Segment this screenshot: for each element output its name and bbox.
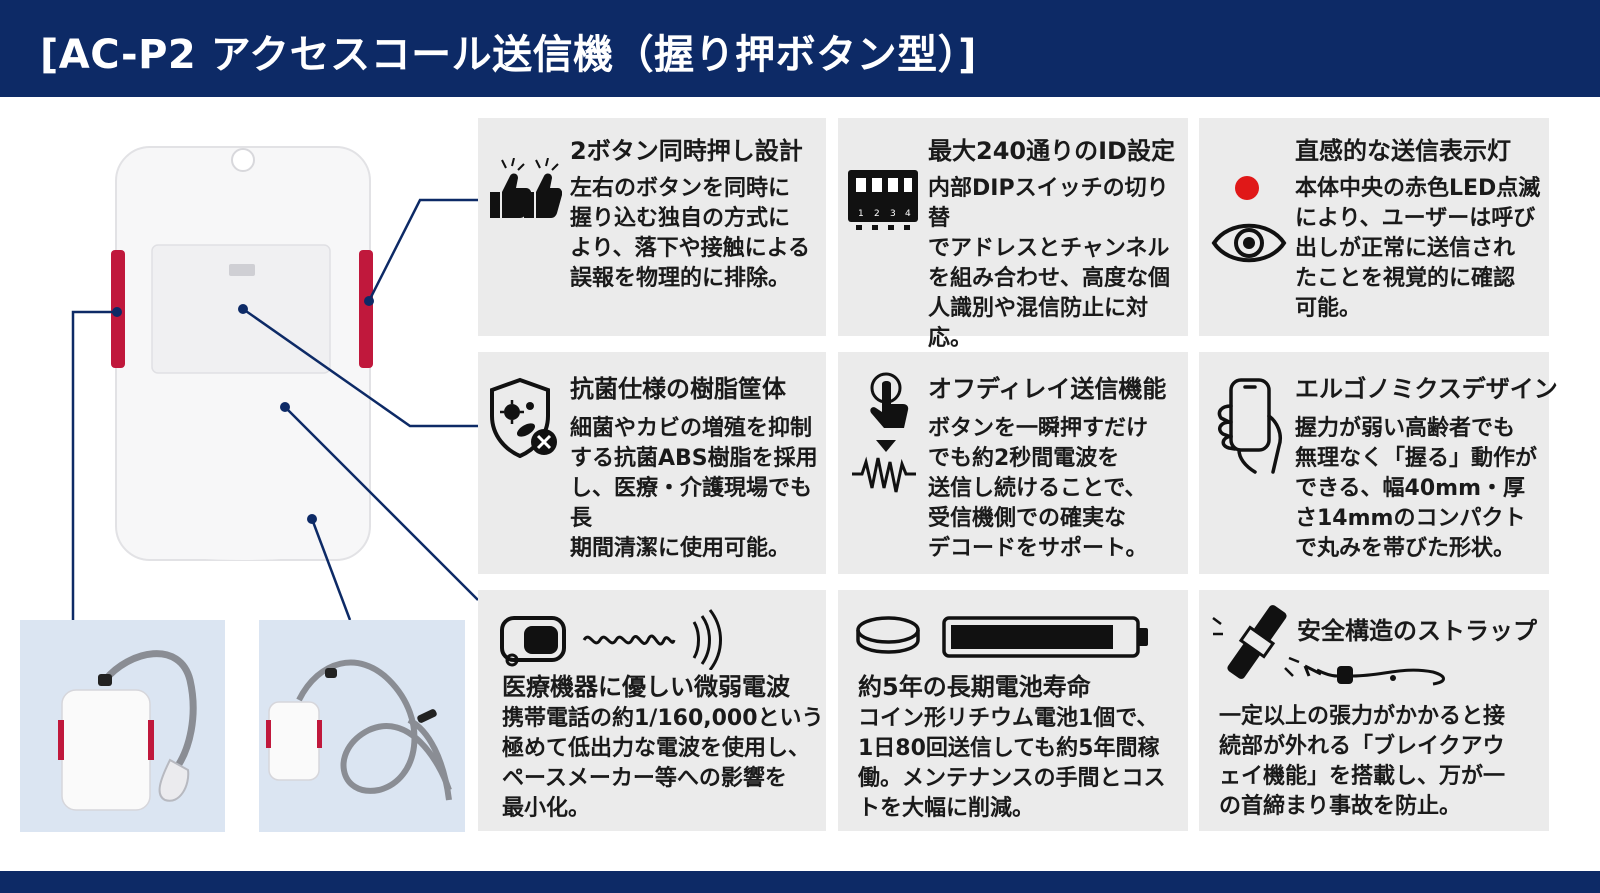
breakaway-strap-icon [1212, 605, 1445, 686]
dip-switch-icon: 1 2 3 4 [848, 170, 918, 230]
hand-grip-icon [1217, 378, 1282, 474]
dip-label: 3 [890, 209, 896, 219]
feature-title: オフディレイ送信機能 [928, 375, 1167, 403]
thumbnail-long-lanyard [259, 620, 465, 832]
feature-body: 細菌やカビの増殖を抑制 する抗菌ABS樹脂を採用 し、医療・介護現場でも長 期間… [570, 416, 818, 561]
pacemaker-wave-icon [500, 609, 722, 670]
feature-title: エルゴノミクスデザイン [1295, 375, 1558, 403]
header-bar: [AC-P2 アクセスコール送信機（握り押ボタン型）] [0, 0, 1600, 97]
page-title: [AC-P2 アクセスコール送信機（握り押ボタン型）] [40, 32, 977, 78]
feature-body: 左右のボタンを同時に 握り込む独自の方式に より、落下や接触による 誤報を物理的… [570, 176, 811, 291]
red-led-icon [1235, 176, 1259, 200]
press-wave-icon [852, 372, 916, 493]
feature-title: 最大240通りのID設定 [928, 137, 1175, 165]
two-thumbs-up-icon [490, 158, 562, 218]
feature-title: 抗菌仕様の樹脂筐体 [570, 375, 786, 403]
feature-title: 2ボタン同時押し設計 [570, 137, 803, 165]
eye-icon [1211, 223, 1287, 263]
dip-label: 4 [905, 209, 911, 219]
feature-body: 携帯電話の約1/160,000という 極めて低出力な電波を使用し、 ペースメーカ… [502, 706, 824, 821]
feature-card-id-setting: 1 2 3 4 最大240通りのID設定 内部DIPスイッチの切り替 でアドレス… [838, 118, 1188, 351]
feature-body: 一定以上の張力がかかると接 続部が外れる「ブレイクアウ ェイ機能」を搭載し、万が… [1219, 704, 1506, 819]
feature-card-antibacterial: 抗菌仕様の樹脂筐体 細菌やカビの増殖を抑制 する抗菌ABS樹脂を採用 し、医療・… [478, 352, 826, 574]
feature-title: 約5年の長期電池寿命 [858, 673, 1091, 701]
feature-card-two-button: 2ボタン同時押し設計 左右のボタンを同時に 握り込む独自の方式に より、落下や接… [478, 118, 826, 336]
feature-card-led: 直感的な送信表示灯 本体中央の赤色LED点滅 により、ユーザーは呼び 出しが正常… [1199, 118, 1549, 336]
feature-body: コイン形リチウム電池1個で、 1日80回送信しても約5年間稼 働。メンテナンスの… [858, 706, 1166, 821]
device-drawing [71, 146, 479, 621]
feature-body: 内部DIPスイッチの切り替 でアドレスとチャンネル を組み合わせ、高度な個 人識… [928, 176, 1171, 351]
feature-body: 握力が弱い高齢者でも 無理なく「握る」動作が できる、幅40mm・厚 さ14mm… [1295, 416, 1538, 561]
dip-label: 1 [858, 209, 864, 219]
footer-bar [0, 871, 1600, 893]
feature-card-weak-radio: 医療機器に優しい微弱電波 携帯電話の約1/160,000という 極めて低出力な電… [478, 590, 826, 831]
thumbnail-short-strap [20, 620, 225, 832]
coin-battery-icon [856, 616, 920, 654]
feature-card-ergonomic: エルゴノミクスデザイン 握力が弱い高齢者でも 無理なく「握る」動作が できる、幅… [1199, 352, 1558, 574]
feature-title: 安全構造のストラップ [1297, 617, 1537, 645]
antibacterial-shield-icon [490, 377, 557, 459]
right-side-button [359, 250, 373, 368]
feature-card-strap: 安全構造のストラップ 一定以上の張力がかかると接 続部が外れる「ブレイクアウ ェ… [1199, 590, 1549, 831]
device-illustration [0, 97, 490, 871]
feature-card-off-delay: オフディレイ送信機能 ボタンを一瞬押すだけ でも約2秒間電波を 送信し続けること… [838, 352, 1188, 574]
battery-icon [942, 616, 1148, 658]
feature-body: 本体中央の赤色LED点滅 により、ユーザーは呼び 出しが正常に送信され たことを… [1295, 176, 1541, 321]
feature-title: 医療機器に優しい微弱電波 [502, 673, 790, 701]
dip-label: 2 [874, 209, 880, 219]
feature-card-battery: 約5年の長期電池寿命 コイン形リチウム電池1個で、 1日80回送信しても約5年間… [838, 590, 1188, 831]
battery-fill [951, 625, 1113, 649]
feature-title: 直感的な送信表示灯 [1295, 137, 1511, 165]
feature-body: ボタンを一瞬押すだけ でも約2秒間電波を 送信し続けることで、 受信機側での確実… [928, 416, 1149, 561]
